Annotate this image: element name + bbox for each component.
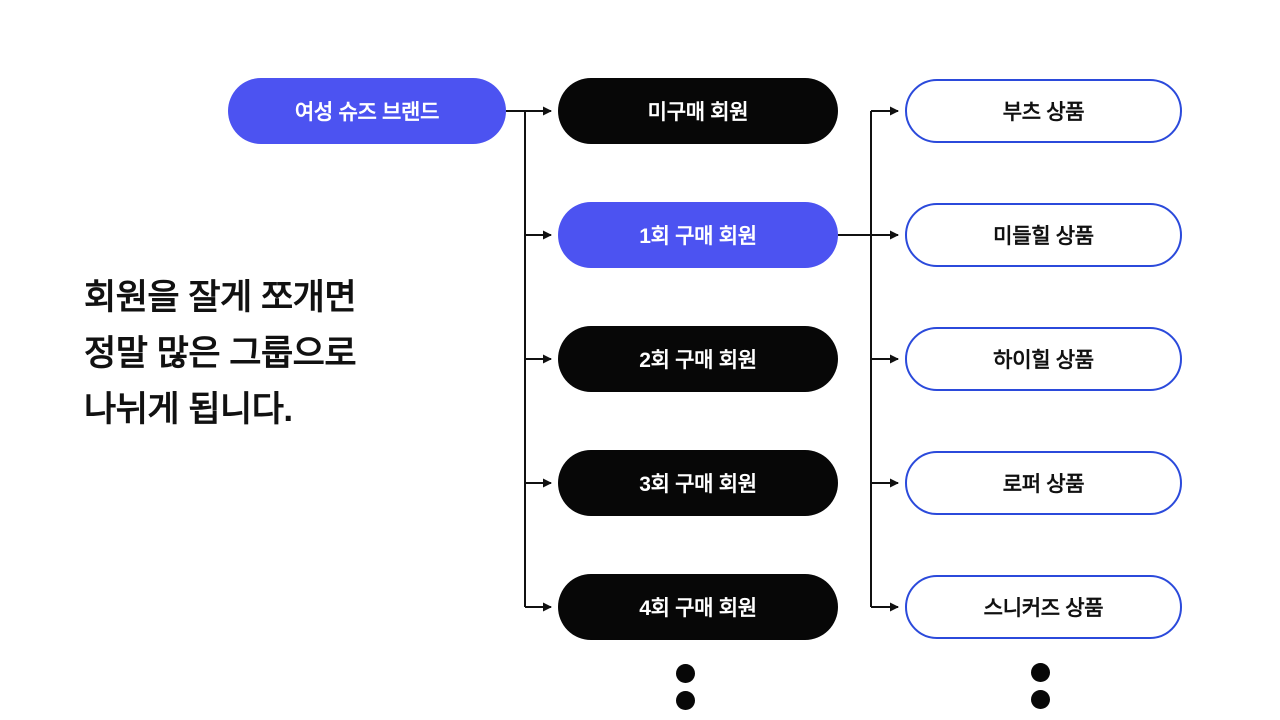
member-node: 1회 구매 회원 xyxy=(558,202,838,268)
root-node-brand: 여성 슈즈 브랜드 xyxy=(228,78,506,144)
heading-line: 회원을 잘게 쪼개면 xyxy=(84,278,357,317)
product-node: 미들힐 상품 xyxy=(905,203,1182,267)
member-node: 2회 구매 회원 xyxy=(558,326,838,392)
heading-line: 나뉘게 됩니다. xyxy=(84,390,293,429)
ellipsis-dot-members xyxy=(676,691,695,710)
member-node: 4회 구매 회원 xyxy=(558,574,838,640)
member-node: 미구매 회원 xyxy=(558,78,838,144)
ellipsis-dot-products xyxy=(1031,690,1050,709)
product-node: 스니커즈 상품 xyxy=(905,575,1182,639)
ellipsis-dot-members xyxy=(676,664,695,683)
ellipsis-dot-products xyxy=(1031,663,1050,682)
product-node: 로퍼 상품 xyxy=(905,451,1182,515)
heading-line: 정말 많은 그룹으로 xyxy=(84,334,357,373)
member-node: 3회 구매 회원 xyxy=(558,450,838,516)
product-node: 부츠 상품 xyxy=(905,79,1182,143)
heading-text: 회원을 잘게 쪼개면 정말 많은 그룹으로 나뉘게 됩니다. xyxy=(84,270,357,438)
product-node: 하이힐 상품 xyxy=(905,327,1182,391)
